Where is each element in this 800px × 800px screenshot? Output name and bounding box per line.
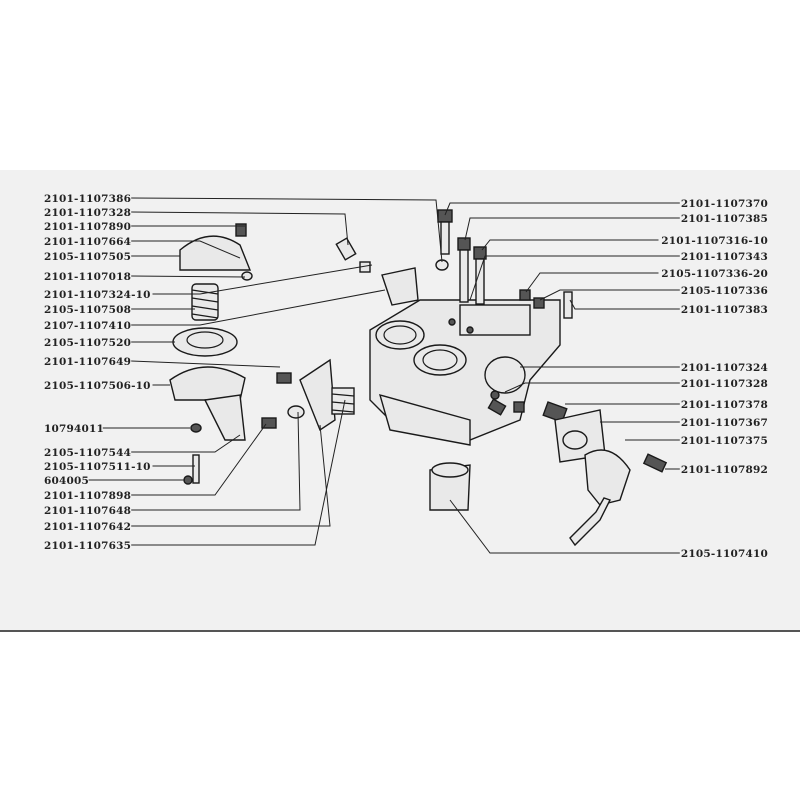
part-label-right: 2101-1107324 <box>681 362 768 374</box>
part-label-right: 2101-1107328 <box>681 378 768 390</box>
carburetor-body <box>369 299 561 446</box>
part-label-left: 10794011 <box>44 423 104 435</box>
part-label-left: 2101-1107328 <box>44 207 131 219</box>
part-label-right: 2101-1107343 <box>681 251 768 263</box>
part-label-left: 2101-1107890 <box>44 221 131 233</box>
part-label-right: 2101-1107383 <box>681 304 768 316</box>
part-label-right: 2101-1107378 <box>681 399 768 411</box>
part-label-right: 2105-1107336 <box>681 285 768 297</box>
leader-line <box>525 272 659 293</box>
leader-lines <box>88 197 680 554</box>
leader-line <box>444 202 680 216</box>
part-label-left: 2101-1107642 <box>44 521 131 533</box>
leader-line <box>131 411 301 511</box>
leader-line <box>131 211 349 246</box>
leader-line <box>569 299 680 310</box>
part-label-left: 604005 <box>44 475 89 487</box>
leader-line <box>152 264 373 295</box>
leader-line <box>131 360 281 368</box>
part-label-right: 2101-1107375 <box>681 435 768 447</box>
part-label-left: 2101-1107635 <box>44 540 131 552</box>
leader-line <box>539 289 680 301</box>
part-label-right: 2101-1107316-10 <box>661 235 768 247</box>
part-label-left: 2107-1107410 <box>44 320 131 332</box>
leader-line <box>131 240 241 259</box>
part-label-left: 2101-1107648 <box>44 505 131 517</box>
leader-line <box>481 239 659 251</box>
leader-line <box>131 423 267 496</box>
part-label-left: 2101-1107324-10 <box>44 289 151 301</box>
part-label-right: 2101-1107370 <box>681 198 768 210</box>
part-label-left: 2105-1107511-10 <box>44 461 151 473</box>
part-label-left: 2101-1107664 <box>44 236 131 248</box>
part-label-left: 2105-1107544 <box>44 447 131 459</box>
part-label-right: 2105-1107336-20 <box>661 268 768 280</box>
part-label-left: 2101-1107018 <box>44 271 131 283</box>
part-label-left: 2105-1107506-10 <box>44 380 151 392</box>
leader-line <box>131 197 443 263</box>
leader-line <box>131 424 331 527</box>
part-label-left: 2105-1107508 <box>44 304 131 316</box>
leader-line <box>131 275 246 278</box>
spring-part-2 <box>331 387 355 415</box>
leader-line <box>131 434 241 453</box>
part-label-right: 2101-1107385 <box>681 213 768 225</box>
parts-drawing <box>169 209 668 547</box>
leader-line <box>504 382 680 393</box>
part-label-left: 2105-1107520 <box>44 337 131 349</box>
leader-line <box>449 499 680 554</box>
part-label-left: 2101-1107386 <box>44 193 131 205</box>
part-label-left: 2105-1107505 <box>44 251 131 263</box>
leader-line <box>464 217 680 241</box>
part-label-right: 2101-1107892 <box>681 464 768 476</box>
leader-line <box>469 255 680 301</box>
part-label-right: 2105-1107410 <box>681 548 768 560</box>
part-label-right: 2101-1107367 <box>681 417 768 429</box>
leader-line <box>131 399 346 546</box>
screw-part <box>437 209 453 223</box>
part-labels: 2101-1107386 2101-1107328 2101-1107890 2101… <box>44 193 768 560</box>
part-label-left: 2101-1107898 <box>44 490 131 502</box>
spring-part <box>191 283 219 321</box>
leader-line <box>131 289 386 326</box>
part-label-left: 2101-1107649 <box>44 356 131 368</box>
